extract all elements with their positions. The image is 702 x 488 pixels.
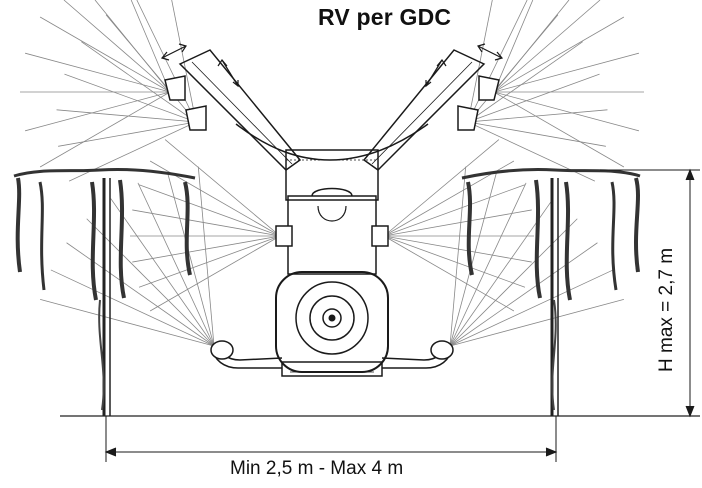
lower-frame xyxy=(281,361,383,377)
spray-line xyxy=(138,184,281,237)
spray-line xyxy=(449,299,624,347)
left-side-arrow-icon xyxy=(217,58,239,88)
sprayer-tower xyxy=(285,149,379,201)
spray-line xyxy=(137,182,215,347)
spray-line xyxy=(132,209,281,237)
left-vine xyxy=(13,167,196,416)
sprayer-machine xyxy=(164,49,500,377)
spray-line xyxy=(40,299,215,347)
left-vine-canopy xyxy=(13,167,196,180)
spray-line xyxy=(25,91,171,132)
right-vine-canopy xyxy=(461,167,641,180)
spray-line xyxy=(467,14,559,123)
spray-line xyxy=(493,0,534,93)
spray-line xyxy=(493,91,625,168)
spray-line xyxy=(164,139,281,237)
spray-line xyxy=(493,91,639,132)
spray-line xyxy=(130,0,171,93)
spray-line xyxy=(64,73,197,123)
spray-line xyxy=(167,172,215,347)
spray-line xyxy=(383,235,532,263)
spray-line xyxy=(467,0,528,123)
spray-line xyxy=(132,235,281,263)
spray-line xyxy=(493,0,601,93)
spray-line xyxy=(171,0,197,123)
width-dimension-label: Min 2,5 m - Max 4 m xyxy=(230,458,404,479)
right-side-arrow-icon xyxy=(425,58,447,88)
spray-line xyxy=(105,14,197,123)
left-mid-nozzle xyxy=(185,105,207,131)
spray-line xyxy=(467,109,608,123)
spray-lines xyxy=(20,0,644,347)
spray-line xyxy=(39,91,171,168)
height-dimension-label: H max = 2,7 m xyxy=(656,247,677,372)
spray-line xyxy=(68,121,197,182)
spray-line xyxy=(383,235,526,288)
spray-line xyxy=(39,16,171,93)
spray-line xyxy=(467,73,600,123)
spray-line xyxy=(25,52,171,93)
spray-line xyxy=(56,109,197,123)
spray-line xyxy=(383,139,500,237)
spray-line xyxy=(383,235,515,312)
right-side-nozzle xyxy=(371,225,389,247)
spray-line xyxy=(63,0,171,93)
spray-line xyxy=(81,41,197,123)
spray-line xyxy=(449,182,527,347)
spray-line xyxy=(138,235,281,288)
spray-line xyxy=(50,269,215,347)
spray-line xyxy=(467,121,606,147)
spray-line xyxy=(149,235,281,312)
spray-line xyxy=(58,121,197,147)
spray-line xyxy=(449,166,467,347)
left-lower-nozzle xyxy=(210,340,234,360)
right-lower-nozzle xyxy=(430,340,454,360)
spray-line xyxy=(449,242,598,347)
height-dimension xyxy=(600,168,700,418)
spray-line xyxy=(383,184,526,237)
right-vine xyxy=(461,167,641,416)
spray-line xyxy=(197,166,215,347)
left-top-arrow-icon xyxy=(160,43,187,61)
spray-line xyxy=(493,52,639,93)
spray-line xyxy=(467,41,583,123)
spray-line xyxy=(86,218,215,347)
spray-line xyxy=(449,218,578,347)
right-mid-nozzle xyxy=(457,105,479,131)
right-top-arrow-icon xyxy=(477,43,504,61)
spray-line xyxy=(449,172,497,347)
fan-wheel xyxy=(295,281,369,355)
spray-line xyxy=(383,209,532,237)
diagram-title: RV per GDC xyxy=(318,4,452,30)
spray-line xyxy=(136,0,197,123)
spray-line xyxy=(467,0,493,123)
spray-line xyxy=(449,269,614,347)
right-upper-nozzle xyxy=(478,75,500,101)
spray-line xyxy=(493,16,625,93)
left-side-nozzle xyxy=(275,225,293,247)
spray-line xyxy=(66,242,215,347)
left-upper-nozzle xyxy=(164,75,186,101)
spray-line xyxy=(110,198,215,347)
width-dimension xyxy=(104,416,558,462)
engine-body xyxy=(287,195,377,275)
adjustment-arrows xyxy=(160,43,504,88)
